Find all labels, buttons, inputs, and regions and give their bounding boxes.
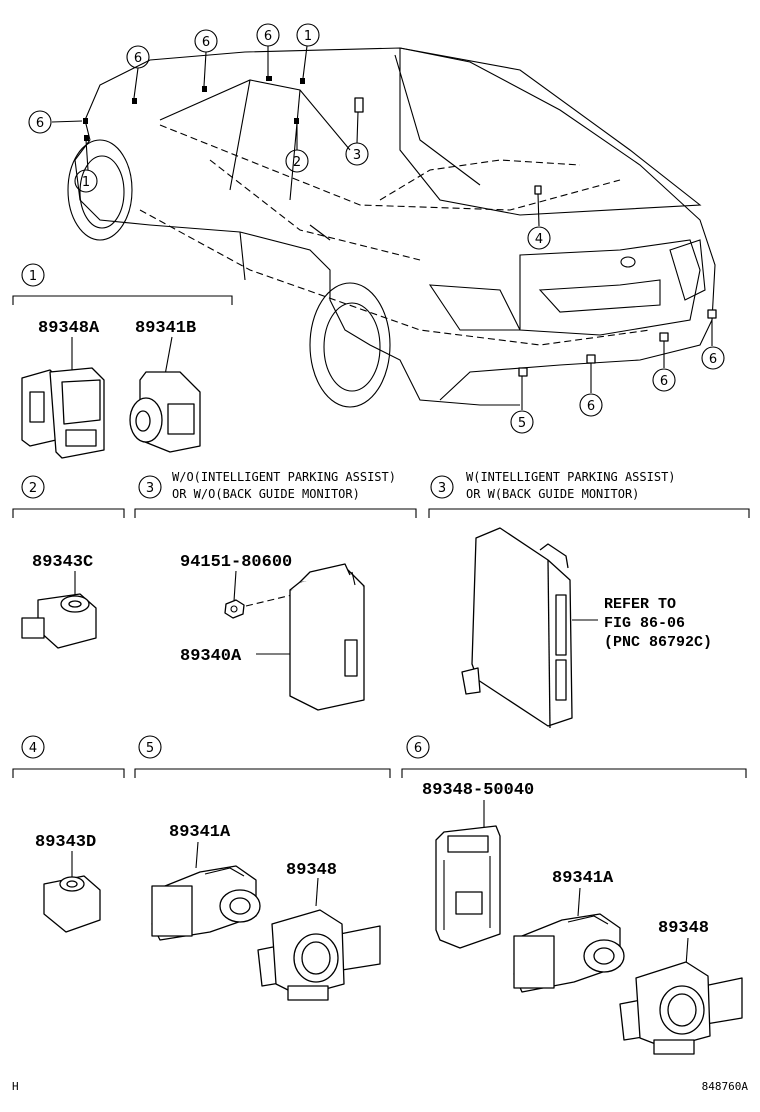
figure-code: 848760A <box>702 1080 749 1093</box>
svg-text:1: 1 <box>304 29 312 44</box>
callout-6-a: 6 <box>126 45 150 69</box>
sensor-89341A-s5-drawing <box>151 865 261 941</box>
footer-left: H <box>12 1080 19 1093</box>
part-94151-80600: 94151-80600 <box>180 553 292 572</box>
bracket-89348-s6-drawing <box>619 961 743 1055</box>
nut-94151-80600-drawing <box>224 599 245 619</box>
callout-6-g: 6 <box>701 346 725 370</box>
ref-line-2: FIG 86-06 <box>604 615 685 632</box>
callout-2: 2 <box>285 149 309 173</box>
part-89348-s6: 89348 <box>658 919 709 938</box>
note-wo-ipa: W/O(INTELLIGENT PARKING ASSIST) <box>172 470 396 484</box>
section-6: 6 89348-50040 89341A 89348 <box>401 735 747 1055</box>
svg-text:5: 5 <box>518 416 526 431</box>
section-1: 1 89348A 89341B <box>12 263 233 459</box>
svg-text:6: 6 <box>709 352 717 367</box>
svg-text:3: 3 <box>353 148 361 163</box>
part-89343C: 89343C <box>32 553 93 572</box>
part-89340A: 89340A <box>180 647 242 666</box>
callout-6-e: 6 <box>579 393 603 417</box>
svg-text:6: 6 <box>660 374 668 389</box>
callout-6-f: 6 <box>652 368 676 392</box>
svg-text:2: 2 <box>293 155 301 170</box>
svg-text:4: 4 <box>29 741 37 756</box>
callout-1-b: 1 <box>74 169 98 193</box>
part-89341B: 89341B <box>135 319 196 338</box>
sensor-89341A-s6-drawing <box>513 913 625 993</box>
callout-1-a: 1 <box>296 23 320 47</box>
note-wo-bgm: OR W/O(BACK GUIDE MONITOR) <box>172 487 360 501</box>
note-w-ipa: W(INTELLIGENT PARKING ASSIST) <box>466 470 676 484</box>
part-89348A: 89348A <box>38 319 100 338</box>
bracket-89348-s5-drawing <box>257 909 381 1001</box>
bracket-89348-50040-drawing <box>435 825 501 949</box>
callout-4: 4 <box>527 226 551 250</box>
svg-text:6: 6 <box>264 29 272 44</box>
svg-text:6: 6 <box>134 51 142 66</box>
svg-text:6: 6 <box>587 399 595 414</box>
svg-text:3: 3 <box>438 481 446 496</box>
callout-6-b: 6 <box>194 29 218 53</box>
car-illustration <box>51 45 717 410</box>
svg-text:6: 6 <box>202 35 210 50</box>
section-3a: 3 W/O(INTELLIGENT PARKING ASSIST) OR W/O… <box>134 470 417 711</box>
note-w-bgm: OR W(BACK GUIDE MONITOR) <box>466 487 639 501</box>
svg-text:5: 5 <box>146 741 154 756</box>
callout-3: 3 <box>345 142 369 166</box>
svg-text:6: 6 <box>414 741 422 756</box>
callout-6-d: 6 <box>28 110 52 134</box>
part-89348-50040: 89348-50040 <box>422 781 534 800</box>
ecu-89340A-drawing <box>289 563 365 711</box>
svg-text:2: 2 <box>29 481 37 496</box>
sensor-89343D-drawing <box>43 875 101 933</box>
svg-text:6: 6 <box>36 116 44 131</box>
sensor-89341B-drawing <box>129 371 201 453</box>
svg-text:4: 4 <box>535 232 543 247</box>
sensor-89343C-drawing <box>21 593 97 649</box>
part-89343D: 89343D <box>35 833 96 852</box>
callout-6-c: 6 <box>256 23 280 47</box>
svg-text:1: 1 <box>82 175 90 190</box>
section-5: 5 89341A 89348 <box>134 735 391 1001</box>
svg-text:1: 1 <box>29 269 37 284</box>
section-3b: 3 W(INTELLIGENT PARKING ASSIST) OR W(BAC… <box>428 470 750 729</box>
svg-text:3: 3 <box>146 481 154 496</box>
part-89341A-s6: 89341A <box>552 869 614 888</box>
part-89341A-s5: 89341A <box>169 823 231 842</box>
ref-line-1: REFER TO <box>604 596 676 613</box>
callout-5: 5 <box>510 410 534 434</box>
section-4: 4 89343D <box>12 735 125 933</box>
part-89348-s5: 89348 <box>286 861 337 880</box>
section-2: 2 89343C <box>12 475 125 649</box>
ref-line-3: (PNC 86792C) <box>604 634 712 651</box>
ecu-ipa-drawing <box>461 527 573 729</box>
bracket-89348A-drawing <box>21 367 105 459</box>
